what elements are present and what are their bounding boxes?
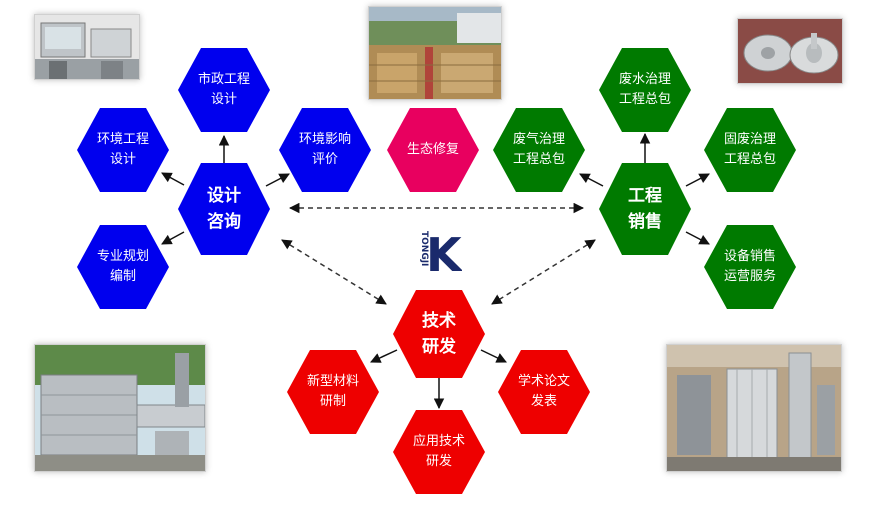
impeller-parts-photo xyxy=(737,18,843,84)
dashed-link-engineering-research xyxy=(491,239,596,305)
environmental-impact-assessment-node[interactable]: 环境影响 评价 xyxy=(279,108,371,192)
new-materials-node[interactable]: 新型材料 研制 xyxy=(287,350,379,434)
new-materials-label: 新型材料 研制 xyxy=(306,374,359,409)
arrow-research-to-materials xyxy=(370,349,398,363)
waste-gas-epc-label: 废气治理 工程总包 xyxy=(512,132,565,167)
design-consulting-label: 设计 咨询 xyxy=(207,186,241,232)
ecological-restoration-label: 生态修复 xyxy=(406,142,459,157)
arrow-design-to-eia xyxy=(265,173,290,187)
arrow-design-to-environmental xyxy=(161,172,185,186)
equipment-sales-service-label: 设备销售 运营服务 xyxy=(723,249,776,284)
ecological-restoration-node[interactable]: 生态修复 xyxy=(387,108,479,192)
dashed-link-design-research xyxy=(281,239,387,305)
tongji-logo: TONGJI K xyxy=(412,228,464,282)
applied-technology-label: 应用技术 研发 xyxy=(412,434,465,469)
laboratory-equipment-photo xyxy=(34,14,140,80)
environmental-impact-assessment-label: 环境影响 评价 xyxy=(298,132,351,167)
arrow-design-to-planning xyxy=(161,231,185,245)
treatment-tower-photo xyxy=(666,344,842,472)
technology-rd-label: 技术 研发 xyxy=(422,311,456,357)
municipal-engineering-design-label: 市政工程 设计 xyxy=(197,72,250,107)
arrow-engineering-to-waste-gas xyxy=(579,173,604,187)
professional-planning-label: 专业规划 编制 xyxy=(96,249,149,284)
environmental-engineering-design-label: 环境工程 设计 xyxy=(96,132,149,167)
applied-technology-node[interactable]: 应用技术 研发 xyxy=(393,410,485,494)
wastewater-epc-label: 废水治理 工程总包 xyxy=(618,72,671,107)
water-treatment-plant-photo xyxy=(368,6,502,100)
academic-papers-label: 学术论文 发表 xyxy=(517,374,570,409)
arrow-engineering-to-equipment xyxy=(685,231,710,245)
logo-mark: K xyxy=(426,229,462,273)
solid-waste-epc-label: 固废治理 工程总包 xyxy=(723,132,776,167)
logo-letters: TONGJI xyxy=(419,231,429,266)
technology-rd-hub[interactable]: 技术 研发 xyxy=(393,290,485,378)
arrow-engineering-to-solid-waste xyxy=(685,173,710,187)
industrial-ducts-photo xyxy=(34,344,206,472)
arrow-research-to-papers xyxy=(480,349,507,363)
engineering-sales-label: 工程 销售 xyxy=(628,186,662,232)
